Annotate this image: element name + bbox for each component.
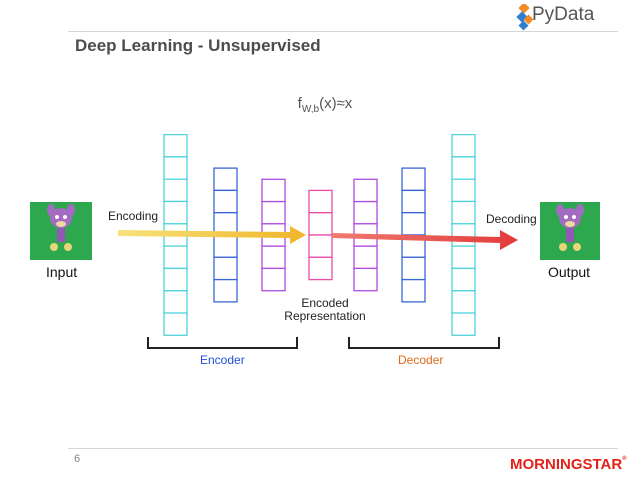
neuron-cell [308,234,333,258]
encoding-label: Encoding [108,209,159,223]
neuron-cell [451,133,476,158]
decoder-bracket [348,337,500,349]
layer-2 [213,167,238,303]
decoding-label: Decoding [486,212,537,226]
layer-4 [308,189,333,281]
neuron-cell [163,245,188,270]
neuron-cell [163,178,188,203]
neuron-cell [401,256,426,281]
neuron-cell [213,278,238,303]
neuron-cell [451,178,476,203]
neuron-cell [308,189,333,214]
neuron-cell [163,267,188,292]
neuron-cell [451,200,476,225]
neuron-cell [401,278,426,303]
neuron-cell [353,245,378,270]
neuron-cell [308,256,333,281]
autoencoder-formula: fW,b(x)≈x [297,95,353,115]
layer-5 [353,178,378,292]
encoded-label-line2: Representation [284,309,366,323]
output-image [540,202,600,260]
decoding-arrow [332,230,518,250]
neuron-cell [163,312,188,336]
neuron-cell [451,312,476,336]
input-label: Input [46,264,78,280]
neuron-cell [451,267,476,292]
neuron-cell [451,290,476,314]
neuron-cell [353,178,378,203]
neuron-cell [451,156,476,180]
layer-1 [163,133,188,336]
slide-title: Deep Learning - Unsupervised [75,36,321,55]
neuron-cell [353,200,378,225]
neuron-cell [213,256,238,281]
morningstar-logo-text: MORNINGSTAR [510,456,623,473]
encoder-label: Encoder [200,353,245,367]
layer-7 [451,133,476,336]
pydata-logo-text: PyData [532,4,595,25]
output-label: Output [548,264,591,280]
header-divider [68,31,618,32]
neuron-cell [213,167,238,192]
neuron-cell [261,178,286,203]
morningstar-logo: MORNINGSTAR® [510,456,627,473]
page-number: 6 [74,453,81,465]
neuron-cell [163,133,188,158]
layer-6 [401,167,426,303]
pydata-logo [516,2,616,34]
neuron-cell [353,267,378,292]
encoding-arrow [118,226,306,244]
encoded-representation-label: Encoded Representation [270,297,380,323]
neuron-cell [213,189,238,214]
layer-3 [261,178,286,292]
neuron-cell [261,200,286,225]
neuron-cell [308,212,333,236]
neuron-cell [401,212,426,236]
neuron-cell [163,156,188,180]
neuron-cell [451,245,476,270]
decoder-label: Decoder [398,353,444,367]
encoder-bracket [147,337,298,349]
neuron-cell [451,223,476,247]
network-layers [163,133,476,336]
neuron-cell [261,245,286,270]
neuron-cell [261,267,286,292]
encoded-label-line1: Encoded [301,296,349,310]
neuron-cell [213,234,238,258]
neuron-cell [401,189,426,214]
footer-divider [68,448,618,449]
input-image [30,202,92,260]
neuron-cell [163,200,188,225]
neuron-cell [163,290,188,314]
pydata-cube-icon [516,4,534,31]
neuron-cell [401,167,426,192]
